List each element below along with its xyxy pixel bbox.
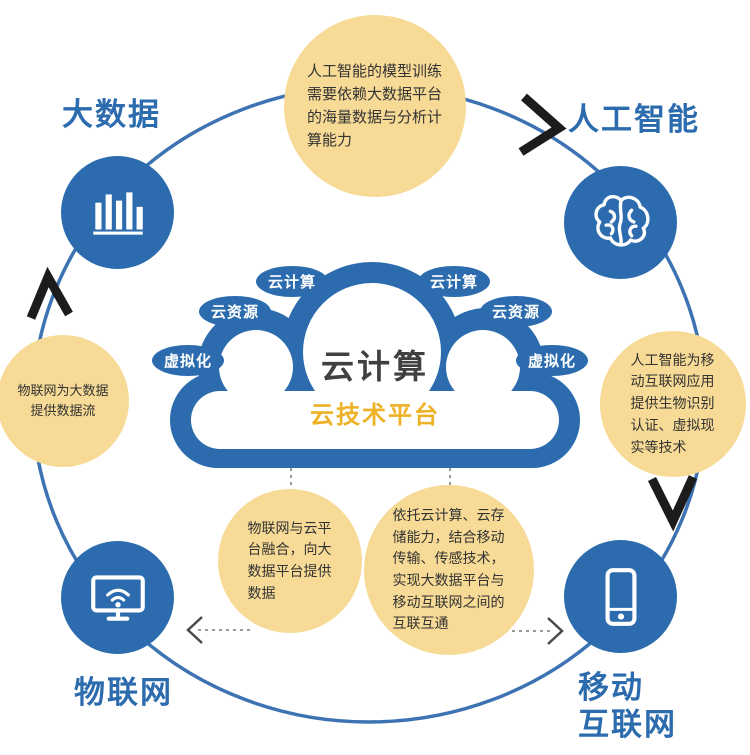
note-iot-bigdata: 物联网为大数据提供数据流 [0, 335, 129, 467]
arrow-top-clockwise [518, 93, 567, 156]
brain-icon [593, 194, 650, 247]
badge-cloud-resource-left: 云资源 [199, 296, 271, 327]
note-text: 物联网与云平台融合，向大数据平台提供数据 [247, 519, 332, 601]
smartphone-icon [605, 567, 636, 626]
note-text: 依托云计算、云存储能力，结合移动传输、传感技术，实现大数据平台与移动互联网之间的… [392, 506, 505, 632]
arrow-right-down [647, 475, 698, 532]
node-ai [564, 166, 677, 279]
cloud-text: 云计算 云技术平台 [275, 340, 475, 430]
dashed-arrowhead-right [547, 617, 564, 645]
cloud-title: 云计算 [321, 348, 429, 385]
node-big-data [61, 156, 174, 269]
arrow-left-up [26, 266, 73, 320]
label-ai: 人工智能 [568, 102, 700, 137]
label-iot: 物联网 [74, 675, 173, 710]
badge-virtualization-left: 虚拟化 [152, 345, 224, 376]
badge-cloud-computing-left: 云计算 [256, 266, 328, 297]
note-iot-cloud: 物联网与云平台融合，向大数据平台提供数据 [218, 489, 362, 633]
bar-chart-icon [92, 191, 143, 235]
label-mobile-line1: 移动 [578, 670, 644, 705]
monitor-wifi-icon [90, 574, 145, 621]
note-text: 人工智能为移动互联网应用提供生物识别认证、虚拟现实等技术 [630, 351, 715, 455]
dashed-arrowhead-left [186, 616, 203, 644]
note-text: 人工智能的模型训练需要依赖大数据平台的海量数据与分析计算能力 [307, 62, 443, 150]
badge-cloud-computing-right: 云计算 [418, 266, 490, 297]
cloud-subtitle: 云技术平台 [310, 402, 440, 429]
note-cloud-mobile: 依托云计算、云存储能力，结合移动传输、传感技术，实现大数据平台与移动互联网之间的… [364, 485, 534, 655]
badge-cloud-resource-right: 云资源 [480, 296, 552, 327]
note-ai-mobile: 人工智能为移动互联网应用提供生物识别认证、虚拟现实等技术 [600, 331, 746, 477]
label-mobile: 移动 互联网 [578, 670, 677, 743]
note-ai-bigdata: 人工智能的模型训练需要依赖大数据平台的海量数据与分析计算能力 [284, 15, 466, 197]
note-text: 物联网为大数据提供数据流 [17, 382, 109, 418]
node-mobile [564, 540, 677, 653]
node-iot [61, 541, 174, 654]
label-big-data: 大数据 [62, 97, 161, 132]
label-mobile-line2: 互联网 [578, 706, 677, 742]
badge-virtualization-right: 虚拟化 [516, 345, 588, 376]
